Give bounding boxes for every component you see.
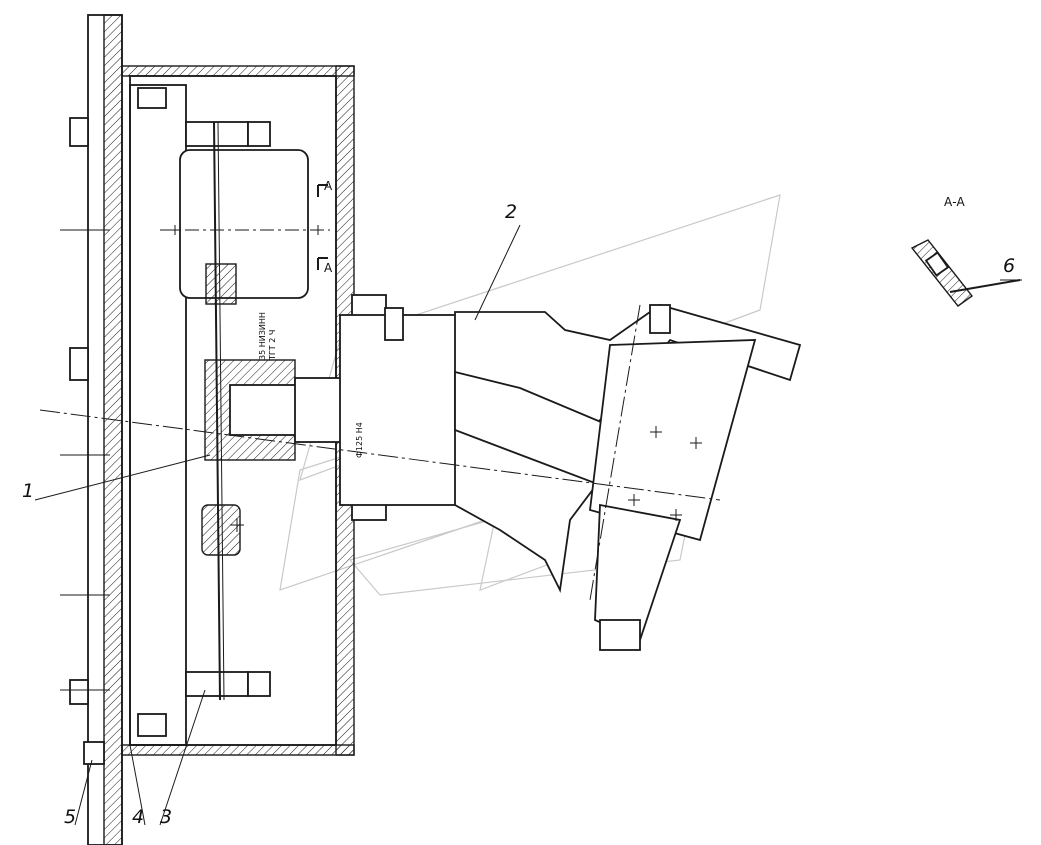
flange — [339, 294, 461, 521]
part-label-3: 3 — [160, 806, 172, 828]
section-marks: А А — [317, 179, 333, 275]
section-view: А-А — [910, 195, 1021, 307]
weld-note-2: ТГТ 2 Ч — [268, 330, 277, 361]
part-label-5: 5 — [64, 806, 76, 828]
section-title: А-А — [944, 195, 966, 209]
weld-note: 35 НИЗИНН — [258, 312, 267, 360]
part-label-6: 6 — [1003, 255, 1015, 277]
center-lines — [39, 229, 721, 691]
cross-marks — [170, 225, 702, 532]
mounting-plate — [87, 14, 123, 845]
part-label-2: 2 — [505, 201, 517, 223]
hub — [204, 359, 346, 461]
part-label-1: 1 — [22, 480, 34, 502]
part-label-4: 4 — [132, 806, 144, 828]
section-mark-bottom: А — [324, 261, 333, 275]
dimension-note: Ф125 H4 — [355, 422, 364, 458]
leader-lines — [34, 224, 1022, 826]
plate-bolts — [69, 117, 105, 765]
section-mark-top: А — [324, 179, 333, 193]
drive-body — [454, 304, 802, 651]
studs — [185, 121, 271, 697]
internal-frame — [129, 84, 309, 746]
